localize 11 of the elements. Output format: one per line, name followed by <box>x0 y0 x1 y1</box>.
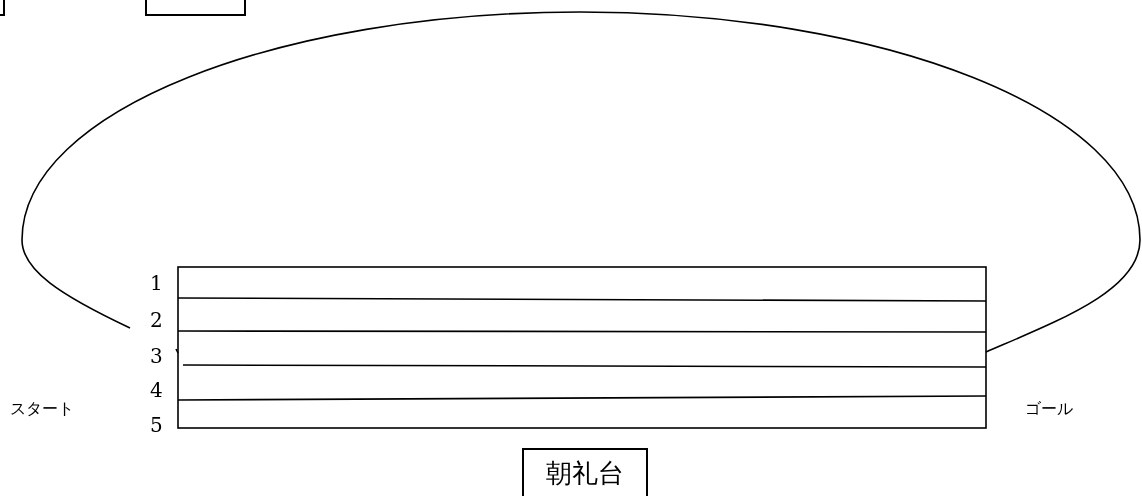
lane-number: 2 <box>150 310 163 330</box>
start-label: スタート <box>10 401 74 417</box>
lane-number: 1 <box>150 273 163 293</box>
lane-number: 3 <box>150 346 163 366</box>
goal-label: ゴール <box>1025 401 1073 417</box>
lane-number: 5 <box>150 415 163 435</box>
lane-number: 4 <box>150 380 163 400</box>
box <box>0 0 5 16</box>
box <box>145 0 246 16</box>
stage-label: 朝礼台 <box>546 457 624 490</box>
stage-box <box>522 448 648 496</box>
